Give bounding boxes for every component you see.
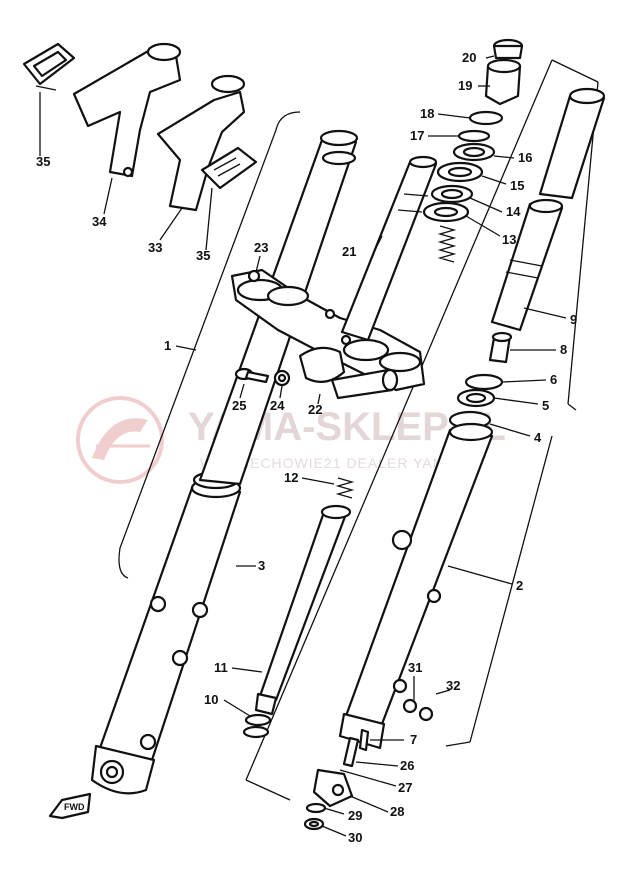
watermark-subtitle: WOJCIECHOWIE21 DEALER YAMAHA bbox=[200, 455, 477, 471]
washer-15 bbox=[436, 161, 484, 183]
callout-24: 24 bbox=[270, 398, 285, 413]
reflector-bracket-33 bbox=[156, 74, 246, 212]
callout-6: 6 bbox=[550, 372, 557, 387]
rebound-spring-12 bbox=[335, 477, 355, 499]
ring-17 bbox=[457, 129, 491, 143]
reflector-bracket-34 bbox=[72, 42, 182, 178]
callout-15: 15 bbox=[510, 178, 524, 193]
watermark-logo bbox=[76, 396, 164, 484]
nut-24 bbox=[273, 369, 291, 387]
seal-5 bbox=[456, 388, 496, 408]
washer-16 bbox=[452, 142, 496, 162]
ring-18 bbox=[468, 110, 504, 126]
right-outer-tube bbox=[338, 422, 494, 750]
fwd-arrow-icon: FWD bbox=[48, 792, 92, 820]
callout-4: 4 bbox=[534, 430, 542, 445]
fork-spring-upper bbox=[437, 225, 457, 263]
callout-18: 18 bbox=[420, 106, 434, 121]
nut-30 bbox=[303, 817, 325, 831]
callout-17: 17 bbox=[410, 128, 424, 143]
washer-29 bbox=[305, 802, 327, 814]
stud-26 bbox=[342, 736, 360, 768]
cap-bolt-20 bbox=[492, 38, 524, 60]
callout-13: 13 bbox=[502, 232, 516, 247]
callout-33: 33 bbox=[148, 240, 162, 255]
callout-23: 23 bbox=[254, 240, 268, 255]
cap-28 bbox=[312, 768, 354, 808]
callout-34: 34 bbox=[92, 214, 107, 229]
leader-lines bbox=[39, 55, 567, 837]
callout-19: 19 bbox=[458, 78, 472, 93]
washer-14 bbox=[430, 184, 474, 204]
callout-26: 26 bbox=[400, 758, 414, 773]
washer-13 bbox=[422, 201, 470, 223]
clip-6 bbox=[464, 373, 504, 391]
callout-2: 2 bbox=[516, 578, 523, 593]
stud-7 bbox=[358, 728, 370, 752]
callout-22: 22 bbox=[308, 402, 322, 417]
upper-tube-right bbox=[538, 87, 606, 200]
valve-19 bbox=[484, 58, 522, 106]
callout-28: 28 bbox=[390, 804, 404, 819]
under-bracket bbox=[230, 268, 426, 392]
callout-9: 9 bbox=[570, 312, 577, 327]
callout-8: 8 bbox=[560, 342, 567, 357]
fwd-label: FWD bbox=[64, 802, 85, 812]
callout-35-top: 35 bbox=[36, 154, 50, 169]
bolt-31 bbox=[402, 698, 418, 714]
damper-rod-11 bbox=[254, 504, 352, 716]
callout-35-mid: 35 bbox=[196, 248, 210, 263]
callout-21: 21 bbox=[342, 244, 356, 259]
callout-10: 10 bbox=[204, 692, 218, 707]
callout-3: 3 bbox=[258, 558, 265, 573]
callout-5: 5 bbox=[542, 398, 549, 413]
callout-16: 16 bbox=[518, 150, 532, 165]
callout-labels: 35 34 33 35 1 23 21 25 24 22 12 3 11 10 … bbox=[36, 50, 577, 845]
steering-stem bbox=[298, 346, 399, 400]
spacer-8 bbox=[488, 331, 513, 364]
callout-1: 1 bbox=[164, 338, 171, 353]
reflector-top-left bbox=[22, 42, 76, 91]
callout-29: 29 bbox=[348, 808, 362, 823]
callout-27: 27 bbox=[398, 780, 412, 795]
callout-31: 31 bbox=[408, 660, 422, 675]
callout-7: 7 bbox=[410, 732, 417, 747]
washers-10 bbox=[242, 713, 272, 739]
right-inner-tube bbox=[340, 155, 438, 342]
callout-30: 30 bbox=[348, 830, 362, 845]
callout-20: 20 bbox=[462, 50, 476, 65]
group-bracket-left bbox=[118, 111, 301, 579]
bolt-25 bbox=[234, 367, 270, 384]
inner-tube-9 bbox=[490, 198, 564, 332]
callout-11: 11 bbox=[214, 660, 228, 675]
callout-12: 12 bbox=[284, 470, 298, 485]
reflector-mid-35 bbox=[200, 146, 258, 190]
callout-32: 32 bbox=[446, 678, 460, 693]
callout-14: 14 bbox=[506, 204, 521, 219]
nut-32 bbox=[418, 706, 434, 722]
callout-25: 25 bbox=[232, 398, 246, 413]
left-outer-tube bbox=[90, 470, 242, 795]
